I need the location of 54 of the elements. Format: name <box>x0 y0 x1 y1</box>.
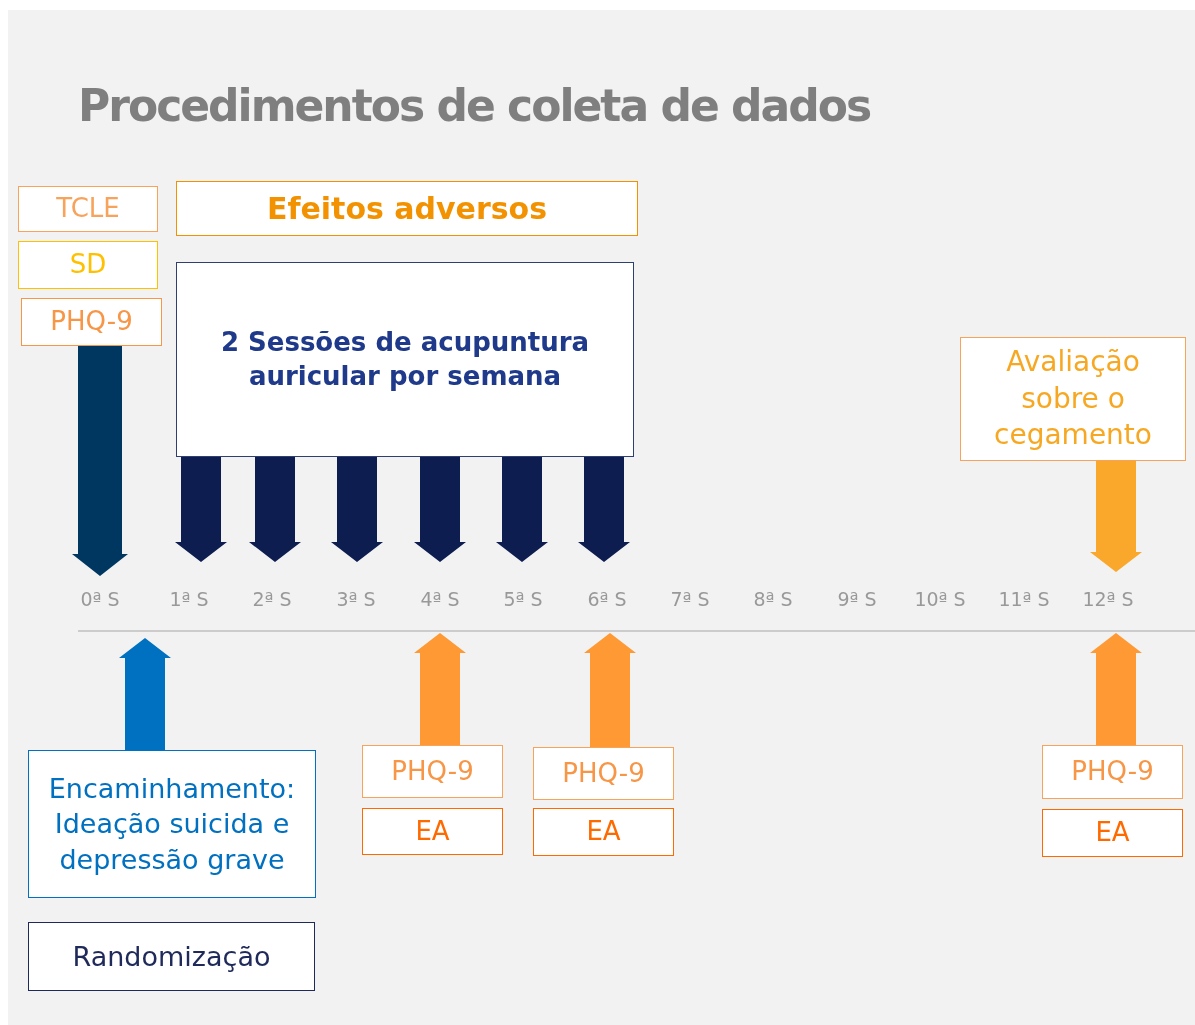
step-box <box>28 750 316 898</box>
block-arrow <box>1090 633 1142 745</box>
step-box <box>362 745 503 798</box>
box-label: 2 Sessões de acupuntura auricular por semana <box>219 325 591 393</box>
week-label: 2ª S <box>251 588 293 610</box>
week-label: 11ª S <box>997 588 1051 610</box>
block-arrow <box>1090 461 1142 572</box>
box-label: PHQ-9 <box>562 756 645 790</box>
step-box <box>362 808 503 855</box>
step-box <box>533 747 674 800</box>
week-label: 5ª S <box>502 588 544 610</box>
block-arrow <box>496 457 548 562</box>
box-label: PHQ-9 <box>391 754 474 788</box>
week-label: 1ª S <box>168 588 210 610</box>
block-arrow <box>175 457 227 562</box>
week-label: 7ª S <box>669 588 711 610</box>
block-arrow <box>414 633 466 745</box>
box-label: PHQ-9 <box>1071 755 1154 789</box>
step-box <box>21 298 162 346</box>
week-label: 3ª S <box>335 588 377 610</box>
week-label: 10ª S <box>913 588 967 610</box>
box-label: TCLE <box>56 192 120 226</box>
step-box <box>18 186 158 232</box>
process-box <box>28 922 315 991</box>
week-label: 6ª S <box>586 588 628 610</box>
week-label: 12ª S <box>1081 588 1135 610</box>
block-arrow <box>414 457 466 562</box>
box-label: EA <box>1095 816 1130 850</box>
week-label: 4ª S <box>419 588 461 610</box>
week-label: 0ª S <box>79 588 121 610</box>
block-arrow <box>249 457 301 562</box>
box-label: Efeitos adversos <box>266 190 548 228</box>
box-label: EA <box>415 814 450 848</box>
step-box <box>533 808 674 856</box>
block-arrow <box>584 633 636 747</box>
header-box <box>176 181 638 236</box>
step-box <box>960 337 1186 461</box>
box-label: Encaminhamento: Ideação suicida e depressão grave <box>47 772 297 877</box>
box-label: Avaliação sobre o cegamento <box>994 344 1152 454</box>
step-box <box>1042 809 1183 857</box>
block-arrow <box>119 638 171 750</box>
block-arrow <box>578 457 630 562</box>
block-arrow <box>72 346 128 576</box>
block-arrow <box>331 457 383 562</box>
week-label: 8ª S <box>752 588 794 610</box>
box-label: EA <box>586 815 621 849</box>
title: Procedimentos de coleta de dados <box>78 80 871 131</box>
box-label: Randomização <box>72 939 271 974</box>
session-box <box>176 262 634 457</box>
step-box <box>1042 745 1183 799</box>
step-box <box>18 241 158 289</box>
box-label: SD <box>69 248 107 282</box>
week-label: 9ª S <box>836 588 878 610</box>
box-label: PHQ-9 <box>50 305 133 339</box>
